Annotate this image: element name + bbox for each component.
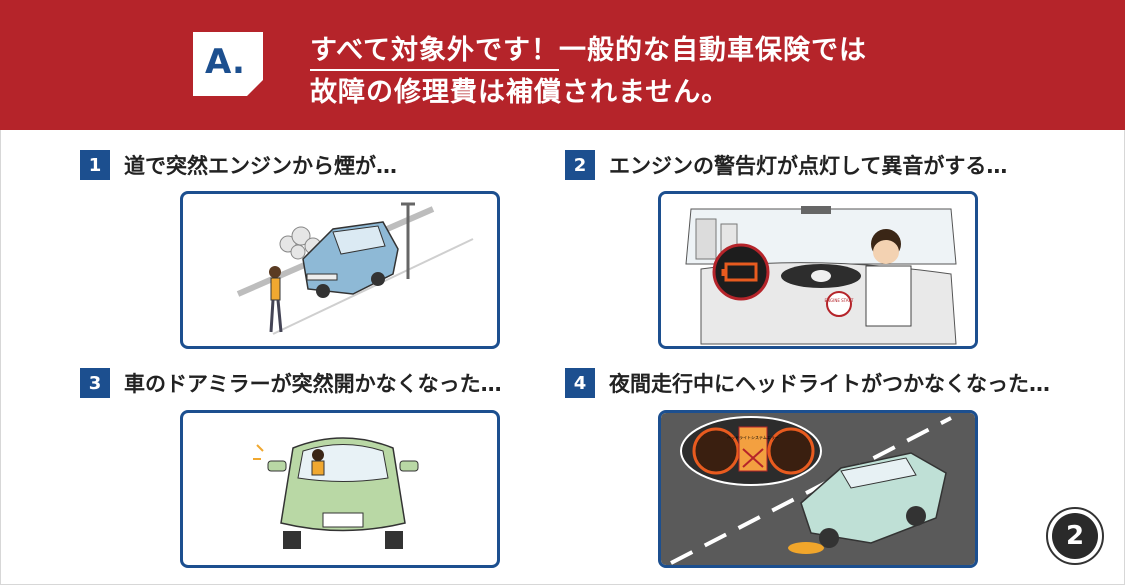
case-label: 夜間走行中にヘッドライトがつかなくなった… bbox=[609, 372, 1050, 396]
banner-headline-rest: 一般的な自動車保険では bbox=[559, 35, 868, 66]
headlight-error-text: ヘッドライトシステムエラー bbox=[727, 434, 779, 440]
illustration-door-mirror bbox=[180, 410, 500, 568]
answer-badge bbox=[193, 32, 264, 97]
case-heading-2: 2 エンジンの警告灯が点灯して異音がする… bbox=[565, 150, 1007, 180]
case-heading-1: 1 道で突然エンジンから煙が… bbox=[80, 150, 397, 180]
engine-start-text: ENGINE START bbox=[825, 298, 854, 303]
illustration-headlight-failure: ヘッドライトシステムエラー bbox=[658, 410, 978, 568]
case-heading-4: 4 夜間走行中にヘッドライトがつかなくなった… bbox=[565, 368, 1050, 398]
case-number-badge: 1 bbox=[80, 150, 110, 180]
case-number-badge: 4 bbox=[565, 368, 595, 398]
banner-highlight: すべて対象外です！ bbox=[310, 35, 560, 71]
page-number-badge: 2 bbox=[1046, 507, 1104, 565]
illustration-engine-smoke bbox=[180, 191, 500, 349]
case-number-badge: 2 bbox=[565, 150, 595, 180]
answer-banner: A. すべて対象外です！一般的な自動車保険では 故障の修理費は補償されません。 bbox=[0, 0, 1125, 130]
illustration-warning-light: ENGINE START bbox=[658, 191, 978, 349]
case-label: 車のドアミラーが突然開かなくなった… bbox=[124, 372, 502, 396]
case-number-badge: 3 bbox=[80, 368, 110, 398]
banner-headline-line1: すべて対象外です！一般的な自動車保険では bbox=[310, 28, 868, 71]
case-label: エンジンの警告灯が点灯して異音がする… bbox=[609, 154, 1008, 178]
banner-headline-line2: 故障の修理費は補償されません。 bbox=[310, 77, 730, 108]
case-heading-3: 3 車のドアミラーが突然開かなくなった… bbox=[80, 368, 502, 398]
page-number: 2 bbox=[1052, 513, 1098, 559]
answer-badge-label: A. bbox=[205, 42, 245, 82]
case-label: 道で突然エンジンから煙が… bbox=[124, 154, 397, 178]
